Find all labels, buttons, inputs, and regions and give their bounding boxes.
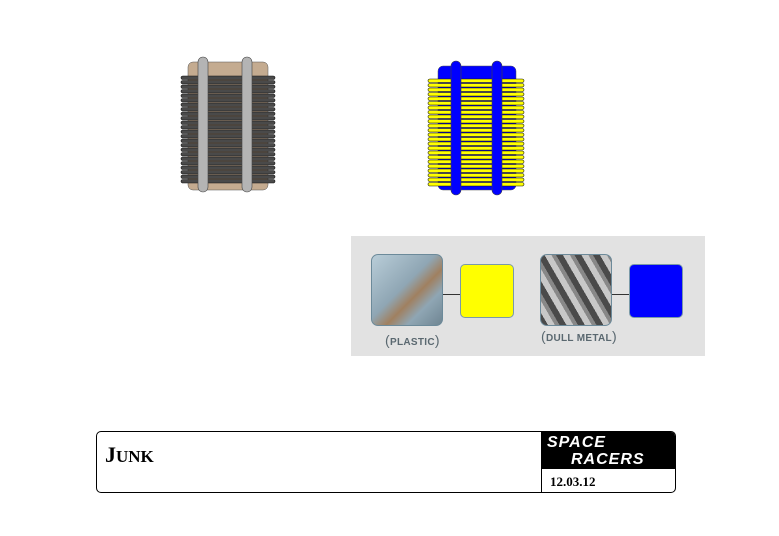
- cooling-fin: [427, 173, 525, 178]
- dull-metal-color-swatch: [629, 264, 683, 318]
- cooling-fin: [427, 137, 525, 142]
- cooling-fin: [427, 159, 525, 164]
- sheet-title: JUNK: [105, 442, 154, 467]
- cooling-fin: [427, 83, 525, 88]
- cooling-fin: [180, 93, 276, 98]
- connector-line: [612, 294, 629, 295]
- cooling-fin: [180, 165, 276, 170]
- cooling-fin: [427, 105, 525, 110]
- cooling-fin: [427, 182, 525, 187]
- cooling-fin: [180, 102, 276, 107]
- cooling-fin: [427, 164, 525, 169]
- plastic-reference-photo: [371, 254, 443, 326]
- cooling-fin: [427, 177, 525, 182]
- colored-junk-render: [427, 60, 525, 196]
- sheet-date: 12.03.12: [550, 474, 596, 489]
- cooling-fin: [180, 152, 276, 157]
- cooling-fin: [427, 101, 525, 106]
- cooling-fin: [180, 125, 276, 130]
- vertical-rod: [241, 56, 253, 193]
- cooling-fin: [180, 161, 276, 166]
- grey-junk-render: [180, 56, 276, 193]
- cooling-fin: [180, 129, 276, 134]
- vertical-rod: [197, 56, 209, 193]
- cooling-fin: [180, 174, 276, 179]
- cooling-fin: [427, 114, 525, 119]
- cooling-fin: [180, 89, 276, 94]
- plastic-label: (PLASTIC): [385, 332, 440, 348]
- cooling-fin: [427, 119, 525, 124]
- cooling-fin: [180, 134, 276, 139]
- cooling-fin: [180, 170, 276, 175]
- plastic-color-swatch: [460, 264, 514, 318]
- junk-renders: [180, 56, 525, 196]
- space-racers-logo: SPACE RACERS: [541, 432, 675, 469]
- cooling-fin: [180, 143, 276, 148]
- cooling-fin: [427, 132, 525, 137]
- connector-line: [443, 294, 460, 295]
- title-block: JUNK SPACE RACERS 12.03.12: [96, 431, 676, 493]
- cooling-fin: [427, 87, 525, 92]
- dull-metal-reference-photo: [540, 254, 612, 326]
- cooling-fin: [180, 107, 276, 112]
- cooling-fin: [180, 120, 276, 125]
- vertical-rod: [491, 60, 503, 196]
- cooling-fin: [427, 146, 525, 151]
- cooling-fin: [180, 147, 276, 152]
- date-box: 12.03.12: [541, 469, 676, 493]
- cooling-fin: [180, 75, 276, 80]
- cooling-fin: [180, 98, 276, 103]
- cooling-fin: [427, 92, 525, 97]
- cooling-fin: [180, 116, 276, 121]
- cooling-fin: [427, 141, 525, 146]
- cooling-fin: [180, 156, 276, 161]
- material-swatch-panel: (PLASTIC) (DULL METAL): [351, 236, 705, 356]
- dull-metal-label: (DULL METAL): [541, 328, 617, 344]
- cooling-fin: [427, 110, 525, 115]
- cooling-fin: [427, 96, 525, 101]
- cooling-fin: [427, 78, 525, 83]
- cooling-fin: [180, 138, 276, 143]
- cooling-fin: [427, 128, 525, 133]
- cooling-fin: [427, 168, 525, 173]
- cooling-fin: [180, 111, 276, 116]
- cooling-fin: [427, 150, 525, 155]
- cooling-fin: [427, 123, 525, 128]
- cooling-fin: [180, 80, 276, 85]
- cooling-fin: [180, 179, 276, 184]
- cooling-fin: [427, 155, 525, 160]
- cooling-fin: [180, 84, 276, 89]
- vertical-rod: [450, 60, 462, 196]
